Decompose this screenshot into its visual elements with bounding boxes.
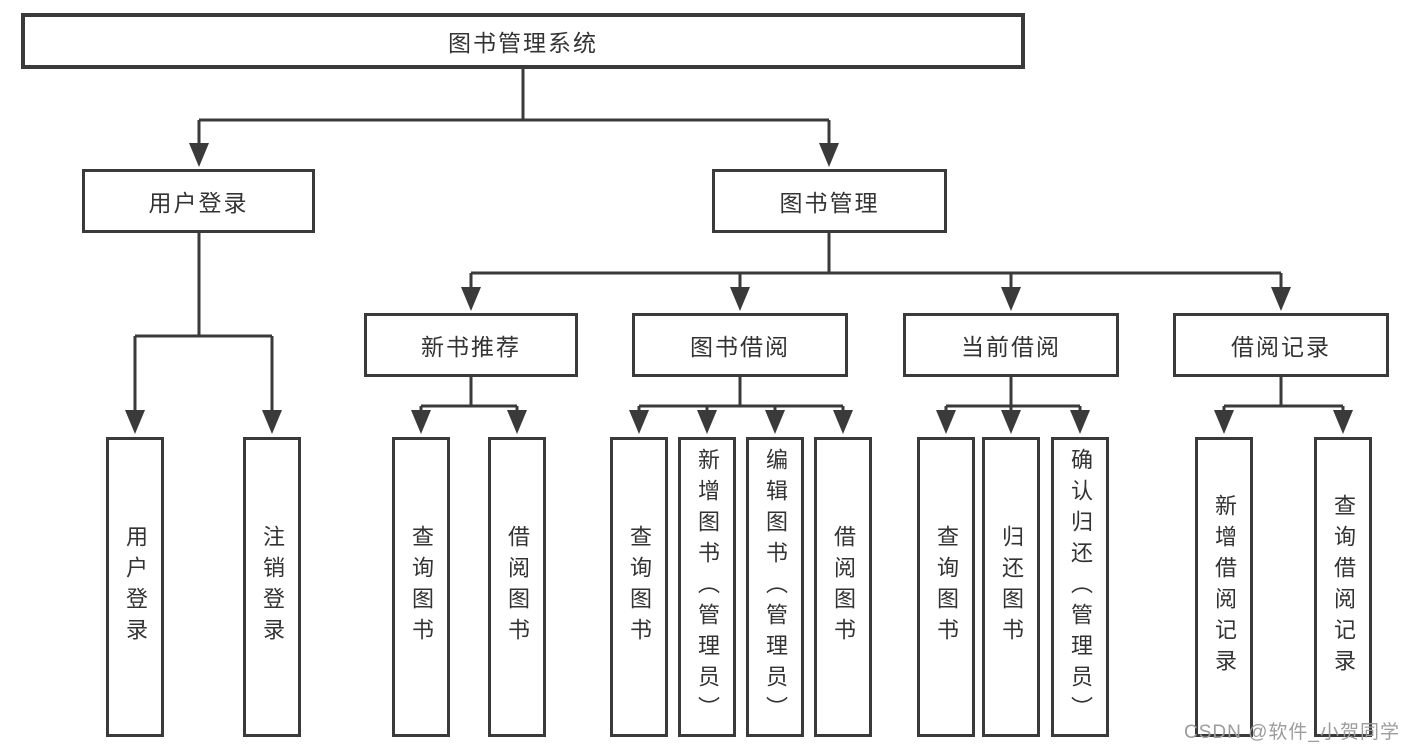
connector-book-management-to-level3 [461,233,1291,311]
connector-user-login-to-leaves [125,233,282,434]
node-leaf-confirm-return-admin: 确认归还（管理员） [1051,437,1109,737]
node-root-library-management-system: 图书管理系统 [21,13,1025,69]
node-leaf-add-borrowing-record: 新增借阅记录 [1195,437,1253,737]
node-label: 确认归还（管理员） [1068,447,1093,727]
node-user-login: 用户登录 [82,169,315,233]
node-label: 借阅图书 [831,525,856,649]
node-leaf-borrow-books-2: 借阅图书 [814,437,872,737]
node-label: 图书管理 [779,190,880,216]
node-label: 新增借阅记录 [1212,494,1237,680]
node-label: 用户登录 [148,190,249,216]
node-book-management: 图书管理 [712,169,947,233]
node-leaf-user-login: 用户登录 [106,437,164,737]
node-label: 新增图书（管理员） [695,447,720,727]
node-label: 借阅图书 [505,525,530,649]
connector-book-borrowing-to-leaves [629,377,853,434]
node-label: 新书推荐 [421,334,521,360]
node-label: 借阅记录 [1231,334,1331,360]
connector-root-to-level2 [189,69,839,167]
node-label: 编辑图书（管理员） [763,447,788,727]
node-label: 查询借阅记录 [1331,494,1356,680]
node-leaf-query-books-1: 查询图书 [392,437,450,737]
node-leaf-query-books-2: 查询图书 [610,437,668,737]
node-leaf-query-books-3: 查询图书 [917,437,975,737]
node-label: 当前借阅 [961,334,1061,360]
node-current-borrowing: 当前借阅 [903,313,1119,377]
node-label: 注销登录 [260,525,285,649]
connector-borrowing-records-to-leaves [1214,377,1353,434]
node-book-borrowing: 图书借阅 [632,313,848,377]
node-leaf-add-books-admin: 新增图书（管理员） [678,437,736,737]
node-leaf-query-borrowing-record: 查询借阅记录 [1314,437,1372,737]
node-label: 图书管理系统 [448,30,598,56]
node-leaf-return-books: 归还图书 [982,437,1040,737]
node-label: 查询图书 [627,525,652,649]
node-label: 归还图书 [999,525,1024,649]
node-label: 图书借阅 [690,334,790,360]
node-leaf-edit-books-admin: 编辑图书（管理员） [746,437,804,737]
node-label: 查询图书 [934,525,959,649]
node-borrowing-records: 借阅记录 [1173,313,1389,377]
connector-current-borrowing-to-leaves [936,377,1090,434]
csdn-watermark: CSDN @软件_小贺同学 [1184,722,1400,743]
node-leaf-logout: 注销登录 [243,437,301,737]
node-label: 用户登录 [123,525,148,649]
connector-new-book-recommendation-to-leaves [411,377,527,434]
node-label: 查询图书 [409,525,434,649]
node-new-book-recommendation: 新书推荐 [364,313,578,377]
node-leaf-borrow-books-1: 借阅图书 [488,437,546,737]
